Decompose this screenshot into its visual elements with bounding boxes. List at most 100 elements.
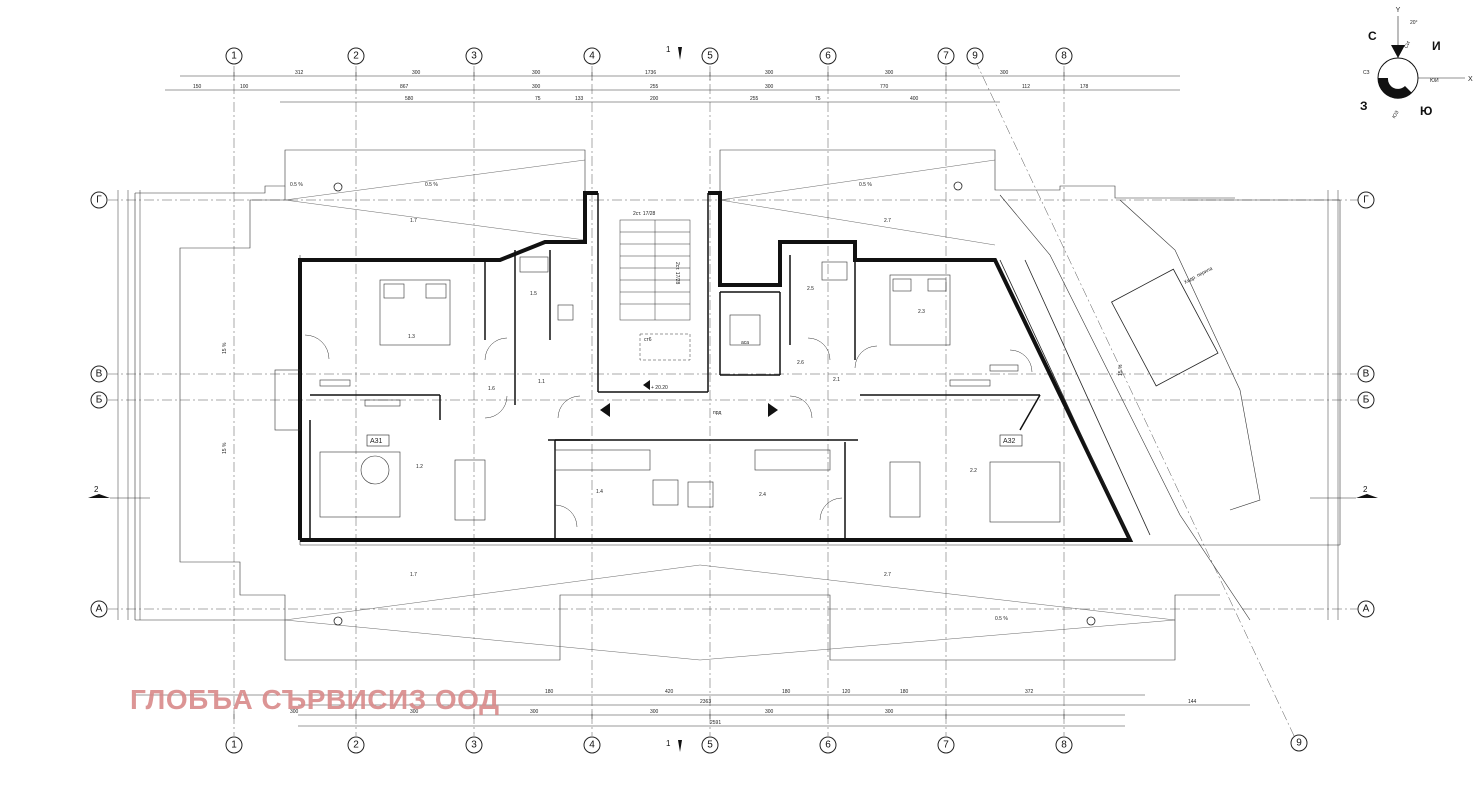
- grid-bubble-right-b: Б: [1357, 391, 1375, 409]
- svg-text:5: 5: [707, 740, 713, 751]
- svg-text:1.7: 1.7: [410, 218, 417, 224]
- svg-text:770: 770: [880, 84, 889, 90]
- grid-bubble-right-g: Г: [1357, 191, 1375, 209]
- svg-text:2.2: 2.2: [970, 468, 977, 474]
- svg-text:Г: Г: [96, 195, 102, 206]
- svg-text:2.4: 2.4: [759, 492, 766, 498]
- grid-bubble-left-g: Г: [90, 191, 108, 209]
- svg-text:4: 4: [589, 740, 595, 751]
- svg-text:А: А: [1363, 604, 1370, 615]
- svg-text:Г: Г: [1363, 195, 1369, 206]
- svg-text:180: 180: [900, 689, 909, 695]
- svg-text:75: 75: [815, 96, 821, 102]
- roof-drains: [333, 181, 1096, 626]
- terrace-slopes: [284, 159, 1176, 661]
- svg-text:75: 75: [535, 96, 541, 102]
- svg-text:6: 6: [825, 51, 831, 62]
- svg-text:1.1: 1.1: [538, 379, 545, 385]
- svg-text:20°: 20°: [1410, 20, 1418, 26]
- grid-bubble-top-9: 9: [966, 47, 984, 65]
- svg-text:+ 20.20: + 20.20: [651, 385, 668, 391]
- axis-grid: [108, 59, 1358, 741]
- door-swings: [304, 334, 1033, 528]
- svg-text:1.4: 1.4: [596, 489, 603, 495]
- svg-text:300: 300: [410, 709, 419, 715]
- svg-text:8: 8: [1061, 740, 1067, 751]
- svg-text:4: 4: [589, 51, 595, 62]
- svg-text:прд: прд: [713, 410, 721, 416]
- svg-text:300: 300: [885, 70, 894, 76]
- grid-bubble-left-b: Б: [90, 391, 108, 409]
- svg-text:А31: А31: [370, 438, 383, 445]
- grid-bubble-bottom-8: 8: [1055, 736, 1073, 754]
- svg-text:300: 300: [412, 70, 421, 76]
- exterior-walls: [298, 191, 1134, 542]
- svg-text:2.7: 2.7: [884, 218, 891, 224]
- svg-text:X: X: [1468, 76, 1473, 83]
- svg-text:В: В: [1363, 369, 1370, 380]
- svg-text:А: А: [96, 604, 103, 615]
- svg-text:2.7: 2.7: [884, 572, 891, 578]
- staircase: [619, 219, 691, 361]
- svg-text:300: 300: [532, 70, 541, 76]
- svg-text:255: 255: [650, 84, 659, 90]
- svg-text:2: 2: [353, 740, 359, 751]
- grid-bubble-bottom-9: 9: [1290, 734, 1308, 752]
- svg-text:1.5: 1.5: [530, 291, 537, 297]
- svg-text:150: 150: [193, 84, 202, 90]
- grid-bubble-bottom-6: 6: [819, 736, 837, 754]
- svg-text:867: 867: [400, 84, 409, 90]
- svg-text:200: 200: [650, 96, 659, 102]
- dimension-lines: [117, 75, 1339, 727]
- svg-text:1736: 1736: [645, 70, 656, 76]
- svg-text:А32: А32: [1003, 438, 1016, 445]
- svg-text:300: 300: [765, 84, 774, 90]
- svg-text:112: 112: [1022, 84, 1030, 90]
- svg-text:2.6: 2.6: [797, 360, 804, 366]
- svg-text:1: 1: [666, 45, 671, 54]
- grid-bubble-top-8: 8: [1055, 47, 1073, 65]
- svg-text:2: 2: [1363, 485, 1368, 494]
- grid-bubble-bottom-4: 4: [583, 736, 601, 754]
- svg-text:120: 120: [842, 689, 851, 695]
- svg-text:300: 300: [885, 709, 894, 715]
- svg-text:400: 400: [910, 96, 919, 102]
- svg-text:Б: Б: [1363, 395, 1370, 406]
- svg-text:1: 1: [231, 740, 237, 751]
- grid-bubble-top-2: 2: [347, 47, 365, 65]
- grid-bubble-left-v: В: [90, 365, 108, 383]
- grid-bubble-top-4: 4: [583, 47, 601, 65]
- svg-text:2.1: 2.1: [833, 377, 840, 383]
- svg-text:1.2: 1.2: [416, 464, 423, 470]
- svg-text:420: 420: [665, 689, 674, 695]
- grid-bubble-top-6: 6: [819, 47, 837, 65]
- svg-text:255: 255: [750, 96, 759, 102]
- svg-text:аса: аса: [741, 340, 749, 346]
- svg-text:3: 3: [471, 740, 477, 751]
- grid-bubble-top-1: 1: [225, 47, 243, 65]
- svg-text:1.6: 1.6: [488, 386, 495, 392]
- furniture-right: [687, 261, 1061, 523]
- svg-text:2ст. 17/28: 2ст. 17/28: [674, 262, 680, 285]
- interior-walls: [309, 193, 1041, 540]
- svg-text:СЗ: СЗ: [1363, 70, 1370, 76]
- svg-text:0.5 %: 0.5 %: [425, 182, 438, 188]
- svg-text:6: 6: [825, 740, 831, 751]
- grid-bubble-bottom-1: 1: [225, 736, 243, 754]
- grid-bubble-right-a: А: [1357, 600, 1375, 618]
- svg-text:Y: Y: [1396, 7, 1401, 14]
- svg-text:0.5 %: 0.5 %: [995, 616, 1008, 622]
- svg-text:Б: Б: [96, 395, 103, 406]
- svg-text:1: 1: [231, 51, 237, 62]
- svg-text:2.3: 2.3: [918, 309, 925, 315]
- grid-bubble-top-7: 7: [937, 47, 955, 65]
- grid-bubble-bottom-5: 5: [701, 736, 719, 754]
- svg-text:312: 312: [295, 70, 304, 76]
- svg-text:100: 100: [240, 84, 249, 90]
- svg-text:2: 2: [353, 51, 359, 62]
- slope-labels: 0.5 % 0.5 % 15 % 15 % 15 % 0.5 % 0.5 %: [222, 182, 1124, 622]
- grid-bubble-bottom-7: 7: [937, 736, 955, 754]
- grid-bubble-top-5: 5: [701, 47, 719, 65]
- svg-text:ст6: ст6: [644, 337, 652, 343]
- svg-text:0.5 %: 0.5 %: [859, 182, 872, 188]
